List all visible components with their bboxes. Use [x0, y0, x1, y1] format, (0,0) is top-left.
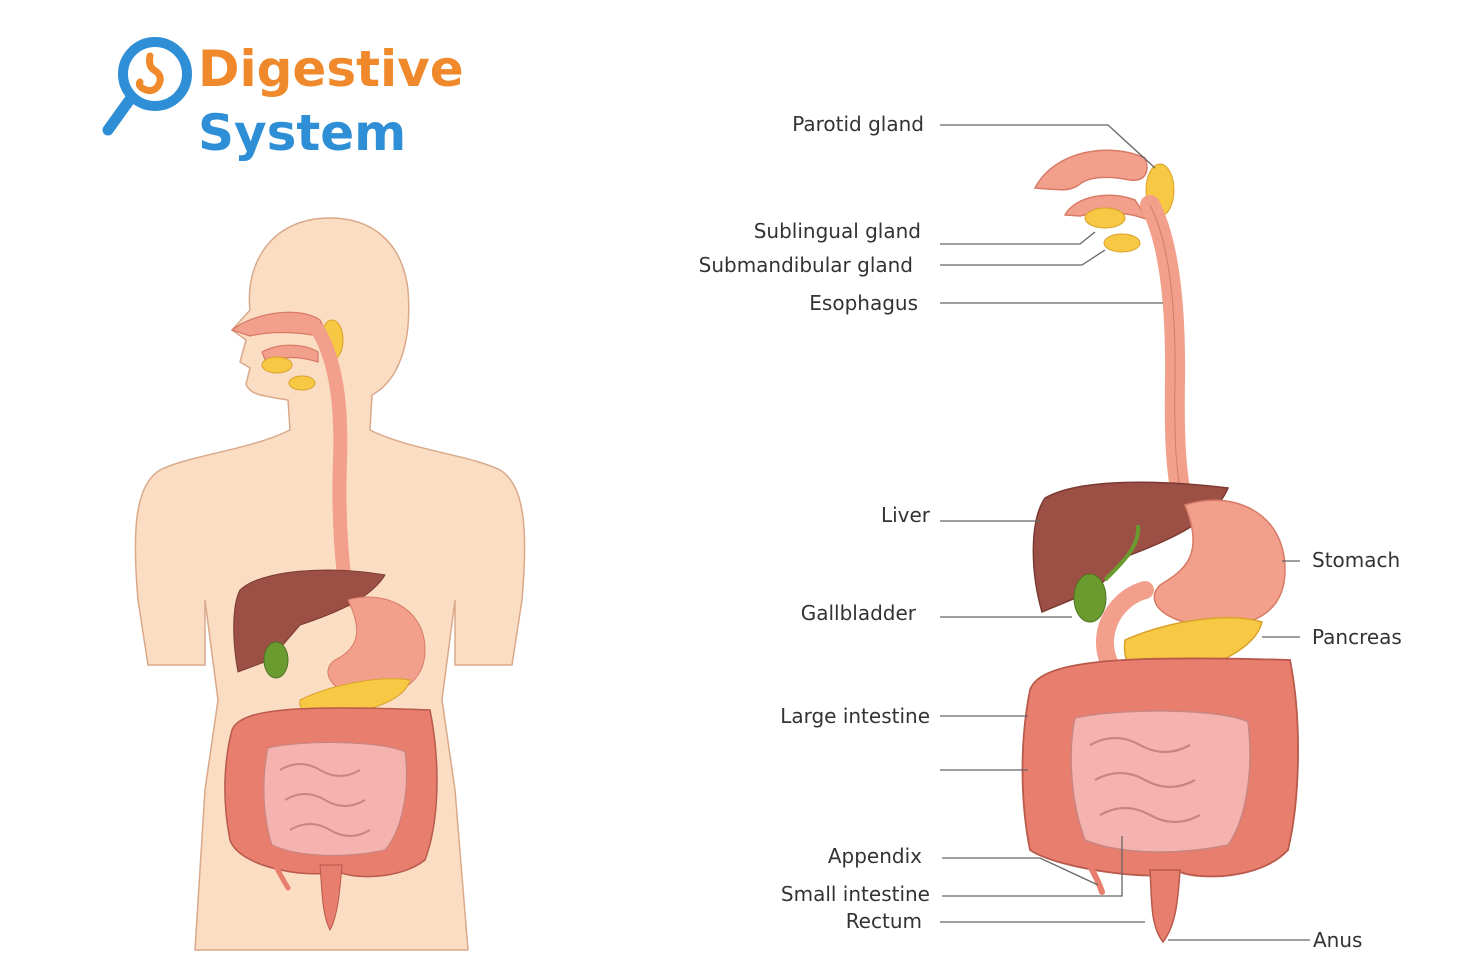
- label-sublingual-gland: Sublingual gland: [753, 219, 921, 243]
- label-esophagus: Esophagus: [809, 291, 918, 315]
- label-gallbladder: Gallbladder: [800, 601, 916, 625]
- label-appendix: Appendix: [827, 844, 922, 868]
- label-submandibular-gland: Submandibular gland: [698, 253, 913, 277]
- label-pancreas: Pancreas: [1312, 625, 1402, 649]
- label-rectum: Rectum: [845, 909, 922, 933]
- body-figure: [134, 217, 526, 951]
- label-anus: Anus: [1313, 928, 1363, 952]
- label-liver: Liver: [880, 503, 930, 527]
- magnifier-stomach-icon: [102, 37, 192, 136]
- leader-lines: [940, 124, 1310, 941]
- detailed-tract: [1021, 149, 1299, 944]
- title-system: System: [198, 104, 407, 162]
- title-digestive: Digestive: [198, 40, 464, 98]
- label-stomach: Stomach: [1312, 548, 1401, 572]
- label-small-intestine: Small intestine: [780, 882, 930, 906]
- label-large-intestine: Large intestine: [780, 704, 930, 728]
- label-parotid-gland: Parotid gland: [792, 112, 924, 136]
